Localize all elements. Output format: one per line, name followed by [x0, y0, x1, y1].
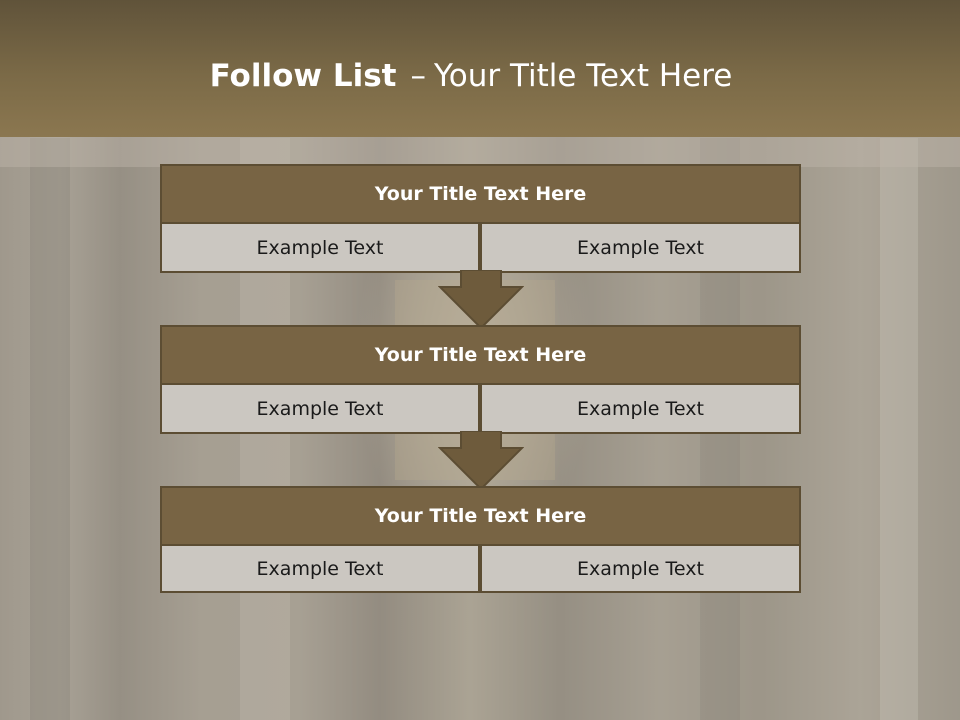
down-arrow-icon: [438, 431, 524, 491]
step-title-1: Your Title Text Here: [160, 164, 801, 224]
step-2-left-cell: Example Text: [160, 383, 480, 434]
step-1-right-cell: Example Text: [480, 222, 801, 273]
slide-title-dash: –: [410, 58, 426, 94]
step-block-1: Your Title Text Here Example Text Exampl…: [160, 164, 801, 273]
title-bar-band: [0, 137, 960, 167]
slide-title-rest: Your Title Text Here: [433, 58, 733, 94]
down-arrow-icon: [438, 270, 524, 330]
slide-title-bold: Follow List: [209, 58, 397, 94]
title-bar: [0, 0, 960, 137]
step-title-2: Your Title Text Here: [160, 325, 801, 385]
step-block-3: Your Title Text Here Example Text Exampl…: [160, 486, 801, 593]
step-block-2: Your Title Text Here Example Text Exampl…: [160, 325, 801, 434]
step-3-right-cell: Example Text: [480, 544, 801, 593]
slide-title: Follow List–Your Title Text Here: [0, 56, 942, 96]
step-3-left-cell: Example Text: [160, 544, 480, 593]
step-2-right-cell: Example Text: [480, 383, 801, 434]
step-title-3: Your Title Text Here: [160, 486, 801, 546]
step-1-left-cell: Example Text: [160, 222, 480, 273]
